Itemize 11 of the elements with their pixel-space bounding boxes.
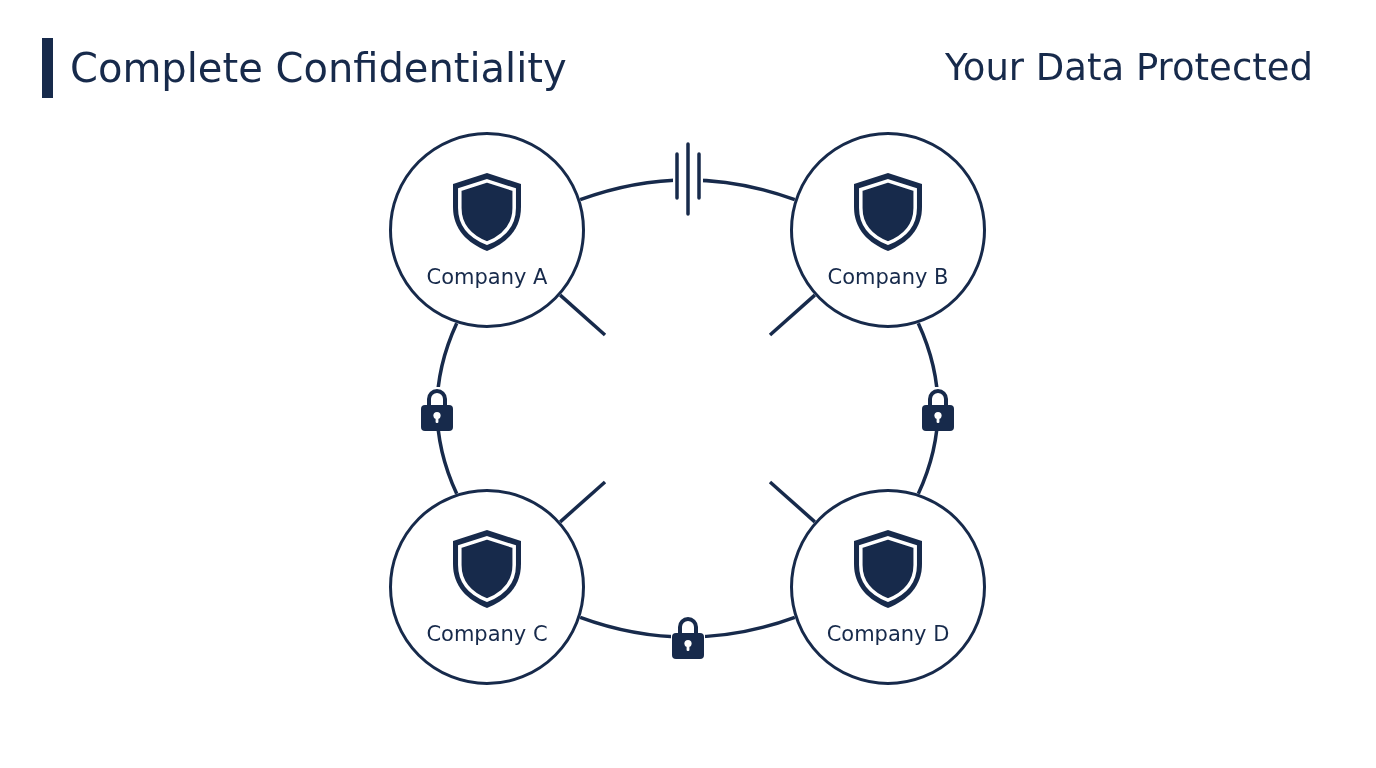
subtitle: Your Data Protected [945,45,1313,91]
spoke-line [559,293,607,337]
company-name: Company C [425,621,549,647]
spoke-line [768,293,816,337]
company-name: Company B [826,264,950,290]
title: Complete Confidentiality [70,44,567,93]
spoke-line [768,480,816,524]
connector-line [579,178,796,202]
company-name: Company A [425,264,549,290]
company-name: Company D [825,621,951,647]
spoke-line [559,480,607,524]
